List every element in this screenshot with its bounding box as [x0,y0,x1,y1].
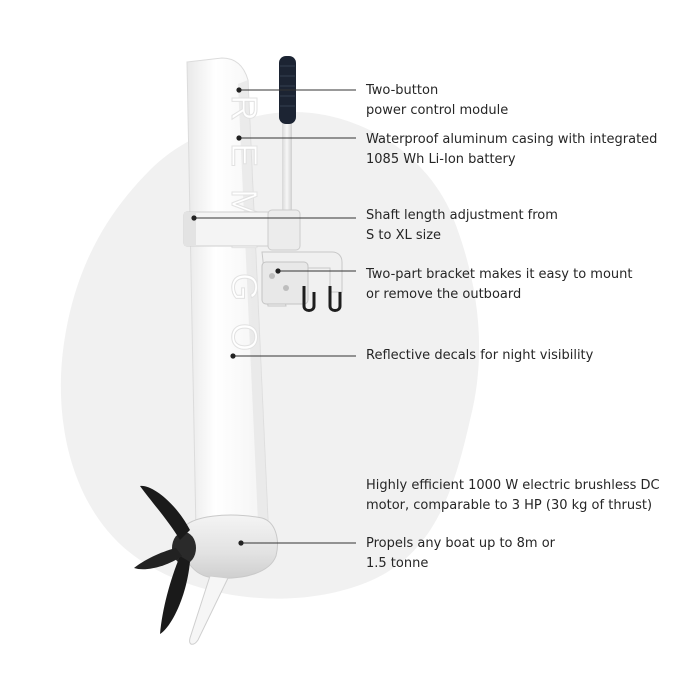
callout-motor-line-1: Highly efficient 1000 W electric brushle… [366,478,660,493]
skeg-fin [189,575,229,645]
callout-decals: Reflective decals for night visibility [366,346,686,366]
callout-propulsion-line-1: Propels any boat up to 8m or [366,536,555,551]
callout-bracket-line-2: or remove the outboard [366,287,522,302]
propeller [134,485,196,634]
callout-motor: Highly efficient 1000 W electric brushle… [366,476,686,516]
motor-pod [181,514,278,579]
callout-casing-line-2: 1085 Wh Li-Ion battery [366,152,516,167]
callout-leaders [191,87,356,546]
callout-decals-line-1: Reflective decals for night visibility [366,348,594,363]
background-blob [60,111,480,599]
callout-shaft-length: Shaft length adjustment from S to XL siz… [366,206,686,246]
callout-shaft-length-line-1: Shaft length adjustment from [366,208,558,223]
callout-power-control-line-1: Two-button [366,83,439,98]
callout-propulsion-line-2: 1.5 tonne [366,556,429,571]
callout-power-control-line-2: power control module [366,103,509,118]
callout-bracket: Two-part bracket makes it easy to mount … [366,265,686,305]
shaft-clamp [183,211,281,247]
callout-power-control: Two-button power control module [366,81,686,121]
callout-casing: Waterproof aluminum casing with integrat… [366,130,686,170]
callout-propulsion: Propels any boat up to 8m or 1.5 tonne [366,534,686,574]
tiller-rod [282,118,292,226]
callout-bracket-line-1: Two-part bracket makes it easy to mount [366,267,633,282]
callout-motor-line-2: motor, comparable to 3 HP (30 kg of thru… [366,498,653,513]
callout-casing-line-1: Waterproof aluminum casing with integrat… [366,132,658,147]
callout-shaft-length-line-2: S to XL size [366,228,442,243]
